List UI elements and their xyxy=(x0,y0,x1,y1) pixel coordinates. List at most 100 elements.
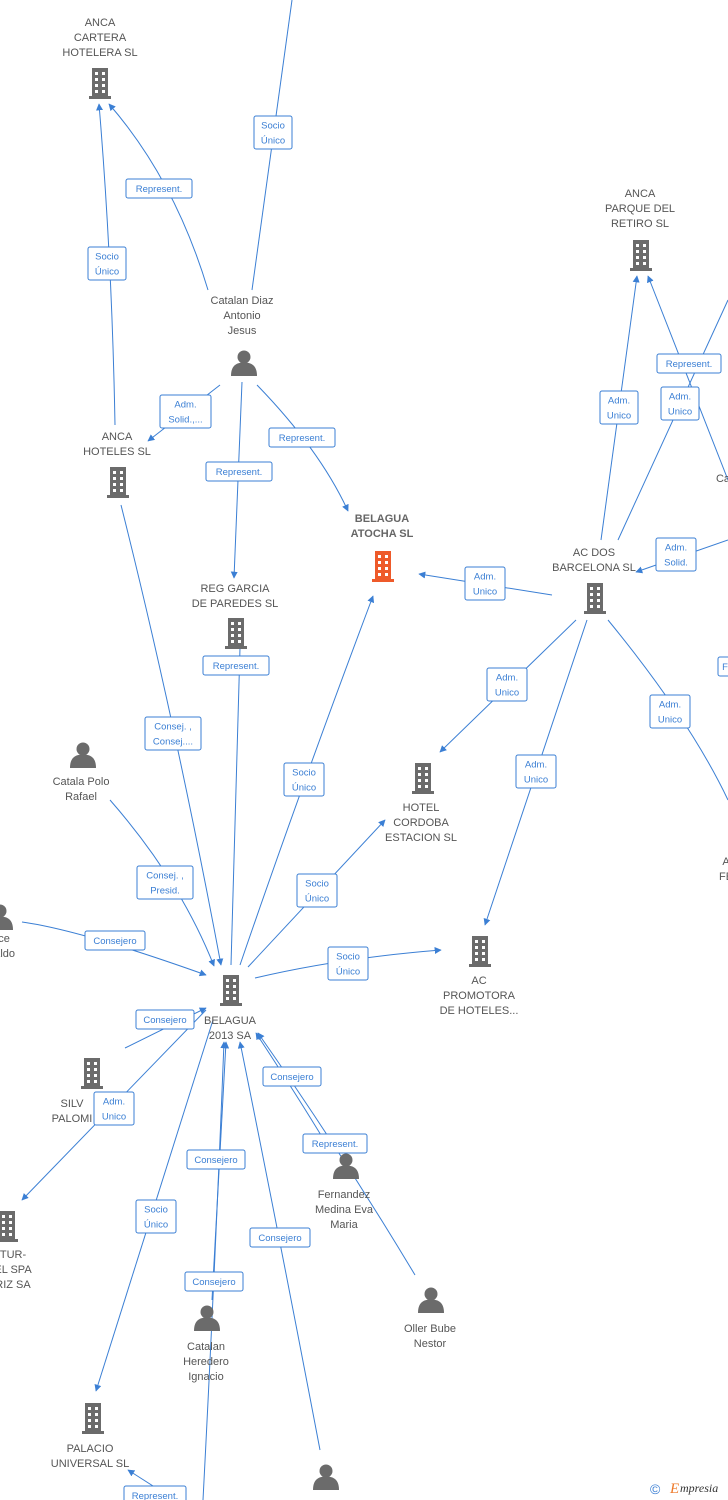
edge-label[interactable]: Adm.Unico xyxy=(599,390,639,425)
edge-label-text: Consejero xyxy=(143,1015,186,1026)
edge-label-text: Adm. xyxy=(496,673,518,684)
edge-label[interactable]: Consejero xyxy=(84,930,146,951)
edge-label[interactable]: Adm.Unico xyxy=(464,566,506,601)
building-icon xyxy=(372,551,394,582)
node-right-fe[interactable]: A FE xyxy=(719,856,728,883)
edge-label-text: Consej.... xyxy=(153,737,193,748)
brand-initial: E xyxy=(669,1481,679,1497)
node-label: RIZ SA xyxy=(0,1279,31,1291)
node-label: Maria xyxy=(330,1219,358,1231)
node-label: PROMOTORA xyxy=(443,990,516,1002)
edge-label[interactable]: Consejero xyxy=(186,1149,246,1170)
edge-label-text: Adm. xyxy=(659,700,681,711)
edge-label[interactable]: Consejero xyxy=(184,1271,244,1292)
edge-label[interactable]: Adm. Unico xyxy=(649,694,691,729)
edge-label-text: Consejero xyxy=(194,1155,237,1166)
node-bottom-person[interactable] xyxy=(313,1464,339,1491)
edge-label-text: Represent. xyxy=(136,184,182,195)
node-label: FE xyxy=(719,871,728,883)
edge-label-text: Adm. xyxy=(665,543,687,554)
edge-label[interactable]: Consej. ,Consej.... xyxy=(144,716,202,751)
node-label: EL SPA xyxy=(0,1264,32,1276)
node-label: A xyxy=(722,856,728,868)
edge-label[interactable]: F xyxy=(717,656,728,677)
edge-line xyxy=(230,647,241,966)
copyright-symbol: © xyxy=(650,1481,661,1497)
node-label: Heredero xyxy=(183,1356,229,1368)
edge-label[interactable]: Adm.Solid. xyxy=(655,537,697,572)
edge-line xyxy=(647,275,728,481)
edge-label-box xyxy=(327,946,369,981)
person-icon xyxy=(231,350,257,376)
edge-label-box xyxy=(283,762,325,797)
edge-label-box xyxy=(515,754,557,789)
edge-label[interactable]: Represent. xyxy=(125,178,193,199)
node-label: Nestor xyxy=(414,1338,447,1350)
edge-label-box xyxy=(249,1227,311,1248)
edge-label[interactable]: Represent. xyxy=(202,655,270,676)
edge-label-box xyxy=(268,427,336,448)
node-label: BELAGUA xyxy=(355,513,409,525)
edge-label-text: Socio xyxy=(336,952,360,963)
edge-label-text: Solid.,... xyxy=(168,415,202,426)
edge-label-box xyxy=(660,386,700,421)
node-label: Oller Bube xyxy=(404,1323,456,1335)
edge-label[interactable]: Consejero xyxy=(249,1227,311,1248)
edge-label[interactable]: Consejero xyxy=(135,1009,195,1030)
node-right-ca[interactable]: Ca xyxy=(716,473,728,485)
edge-label-text: Único xyxy=(261,136,285,147)
edge-label[interactable]: Represent. xyxy=(123,1485,187,1500)
edge-label-box xyxy=(135,1199,177,1234)
edge-label-box xyxy=(135,1009,195,1030)
edge-label-text: Único xyxy=(336,967,360,978)
node-label: Jesus xyxy=(228,325,257,337)
edge-label[interactable]: Consej. ,Presid. xyxy=(136,865,194,900)
edge-label-text: Único xyxy=(95,267,119,278)
edge-label[interactable]: Adm.Unico xyxy=(93,1091,135,1126)
edge-label[interactable]: Adm.Unico xyxy=(486,667,528,702)
person-icon xyxy=(418,1287,444,1313)
node-label: AC xyxy=(471,975,486,987)
edge-label[interactable]: Represent. xyxy=(205,461,273,482)
edge-label[interactable]: Consejero xyxy=(262,1066,322,1087)
edge-label[interactable]: Represent. xyxy=(656,353,722,374)
edge-label-text: F xyxy=(722,662,728,673)
edge-label-box xyxy=(136,865,194,900)
node-tur[interactable]: TUR-EL SPARIZ SA xyxy=(0,1211,32,1291)
edge-label[interactable]: Represent. xyxy=(268,427,336,448)
building-icon xyxy=(81,1058,103,1089)
edge-label[interactable]: Adm.Solid.,... xyxy=(159,394,212,429)
node-label: HOTELERA SL xyxy=(62,47,137,59)
edge-label[interactable]: Adm.Unico xyxy=(660,386,700,421)
node-aldo[interactable]: ceAldo xyxy=(0,904,15,961)
edge-label[interactable]: Represent. xyxy=(302,1133,368,1154)
edge-label[interactable]: Adm.Unico xyxy=(515,754,557,789)
node-label: ANCA xyxy=(85,17,116,29)
brand-watermark: © E mpresia xyxy=(650,1481,718,1497)
edge-label-text: Unico xyxy=(658,715,682,726)
node-label: PARQUE DEL xyxy=(605,203,675,215)
